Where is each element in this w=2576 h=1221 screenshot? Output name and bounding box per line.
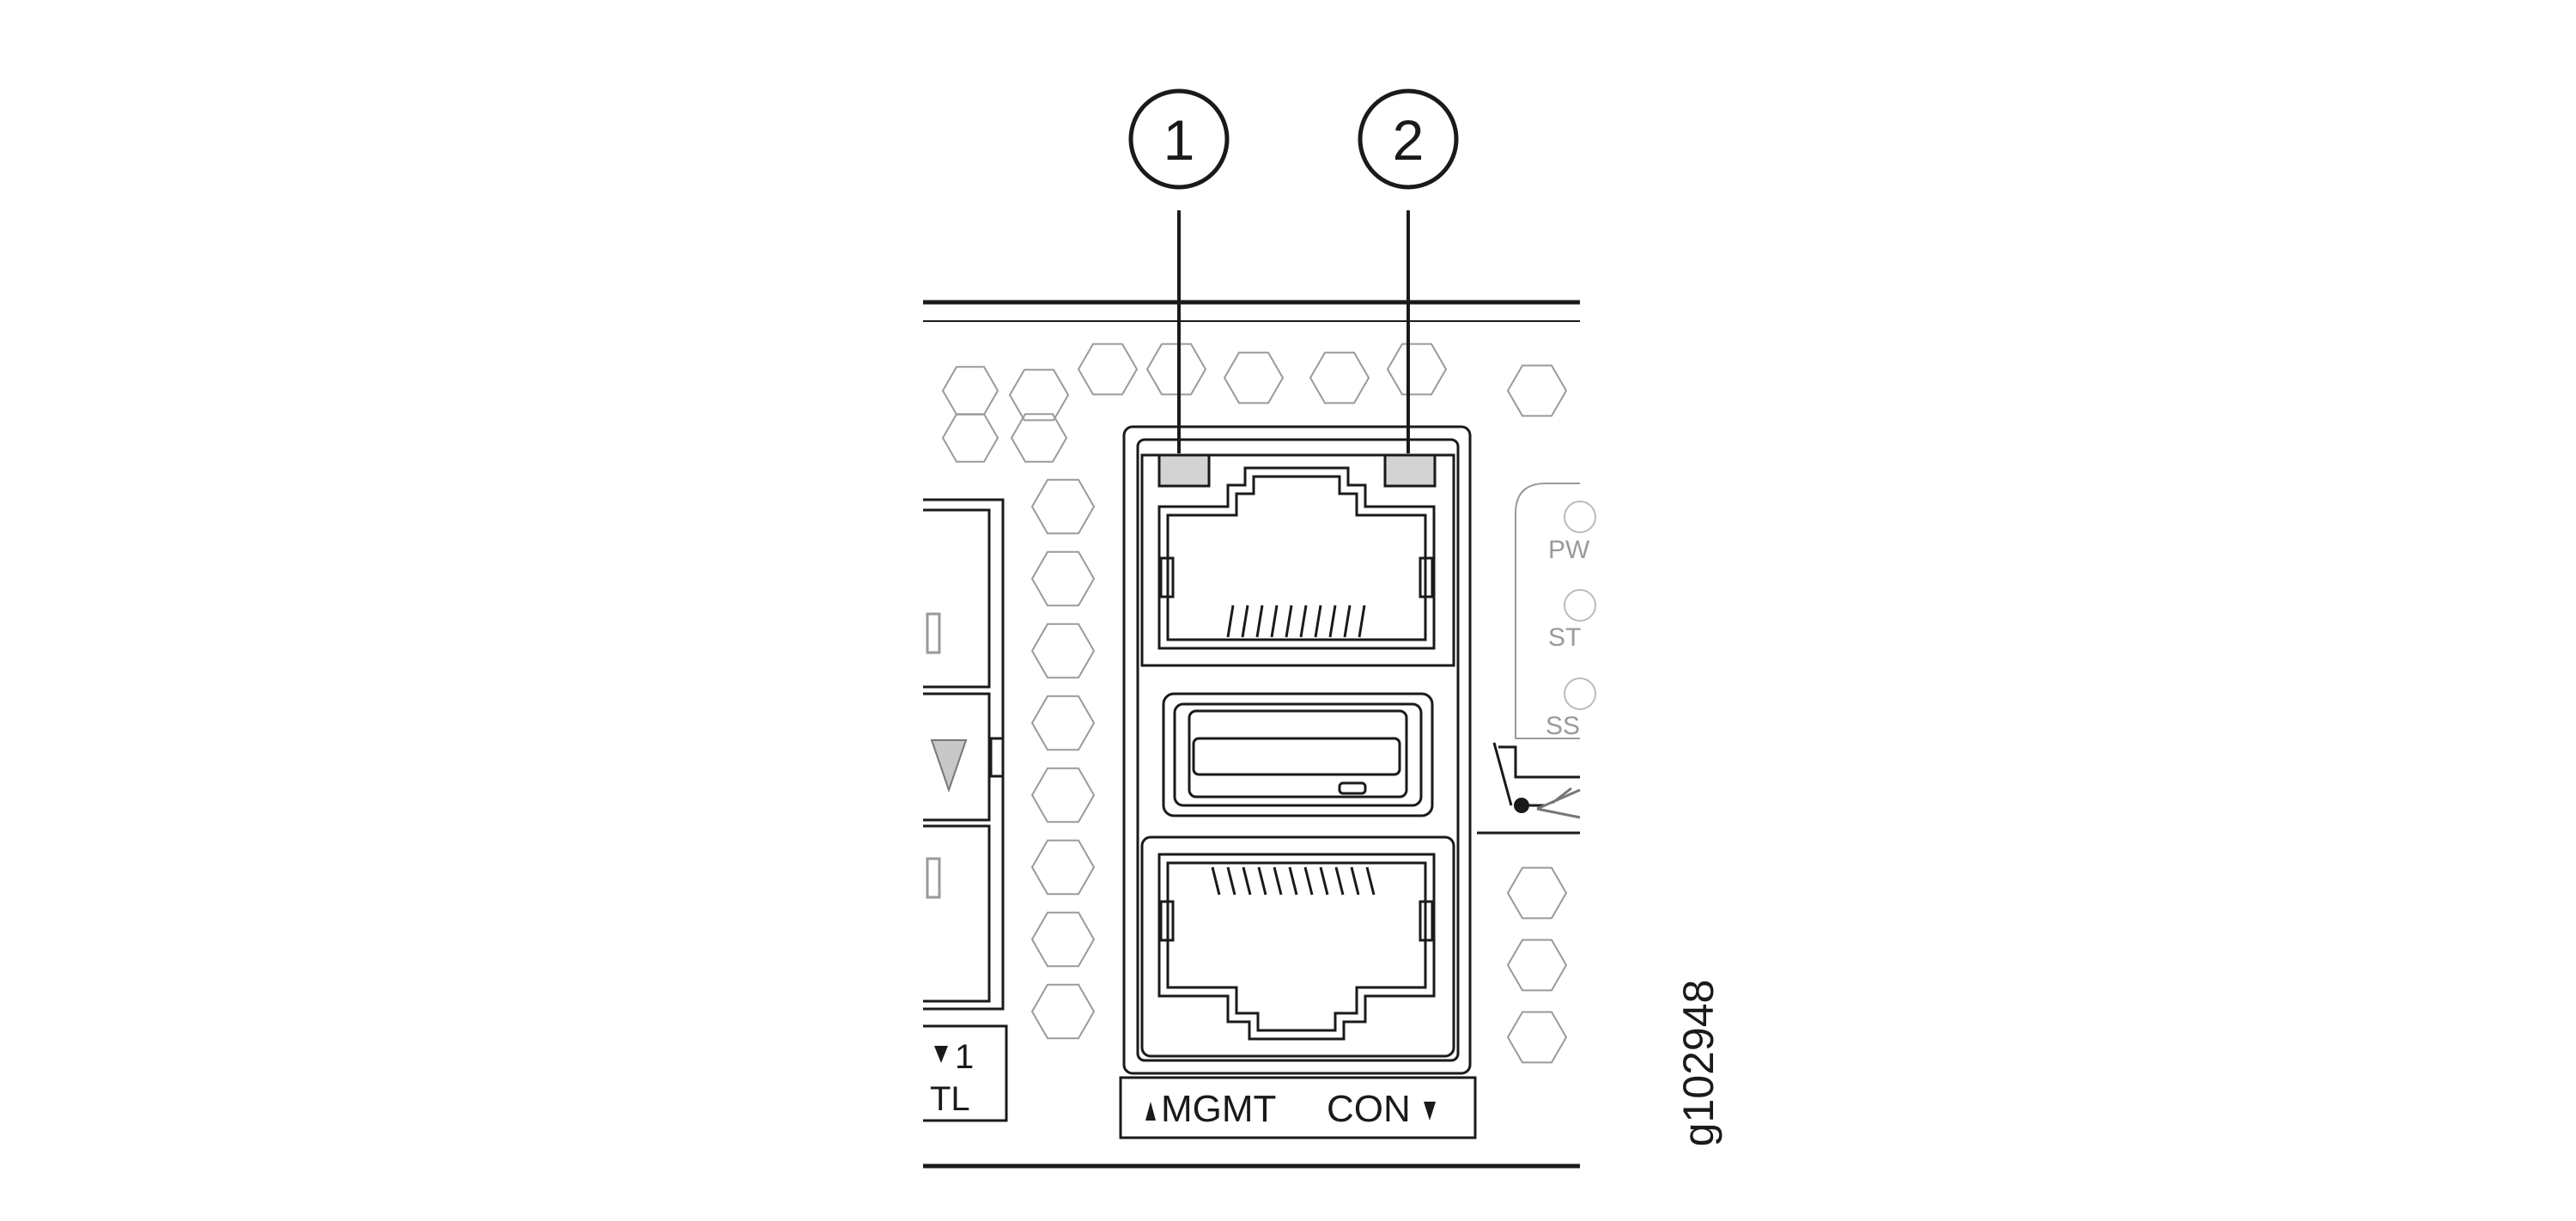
vent-hexagon [1506, 364, 1568, 417]
vent-hexagon [941, 413, 999, 463]
status-led-panel [1492, 483, 1596, 807]
vent-hexagon [1506, 1011, 1568, 1064]
right-led [1383, 453, 1437, 488]
callout-2: 2 [1358, 88, 1459, 453]
vent-hexagon [1030, 767, 1096, 823]
figure-id: g102948 [1674, 980, 1722, 1147]
con-label: CON [1327, 1088, 1411, 1130]
con-rj45-port [1140, 835, 1455, 1058]
usb-port [1162, 692, 1434, 817]
vent-hexagon [1506, 939, 1568, 992]
vent-hexagon [1030, 983, 1096, 1040]
callout-1-circle [1128, 88, 1230, 190]
usb-dot [1514, 798, 1529, 813]
callout-1-number: 1 [1163, 108, 1195, 172]
up-triangle-icon [1145, 1102, 1156, 1121]
port-label-box [1119, 1076, 1477, 1139]
down-triangle-gray-icon [930, 739, 968, 793]
callout-2-number: 2 [1393, 108, 1425, 172]
vent-hexagon [1030, 695, 1096, 751]
usb-icon [1536, 787, 1581, 819]
chassis-outline [923, 300, 1580, 1169]
vent-hexagon [1030, 550, 1096, 607]
callout-1: 1 [1128, 88, 1230, 453]
vent-hexagon [1010, 413, 1068, 463]
vent-hexagon [1030, 911, 1096, 968]
vent-hexagon [1030, 623, 1096, 679]
pwr-led-label-partial: PW [1548, 536, 1590, 564]
mgmt-rj45-port [1140, 453, 1455, 667]
port-number-label: 1 [955, 1038, 974, 1076]
left-sfp-port-partial [923, 498, 1008, 1122]
vent-hexagon [1309, 351, 1370, 404]
ss-led-label-partial: SS [1546, 712, 1580, 740]
vent-hexagon [1077, 343, 1139, 396]
left-led [1157, 453, 1211, 488]
st-led-label-partial: ST [1548, 623, 1581, 652]
callout-2-circle [1358, 88, 1459, 190]
vent-hexagon [941, 366, 999, 416]
down-triangle-icon [1424, 1102, 1436, 1121]
hex-vent-pattern [941, 343, 1568, 1064]
vent-hexagon [1223, 351, 1285, 404]
vent-hexagon [1030, 478, 1096, 535]
vent-hexagon [1008, 368, 1070, 422]
vent-hexagon [1145, 343, 1207, 396]
vent-hexagon [1506, 866, 1568, 920]
down-triangle-small-icon [934, 1046, 948, 1063]
ctl-label-partial: TL [930, 1080, 970, 1118]
mgmt-label: MGMT [1161, 1088, 1276, 1130]
vent-hexagon [1030, 839, 1096, 896]
vent-hexagon [1386, 343, 1448, 396]
port-module [1122, 425, 1472, 1075]
